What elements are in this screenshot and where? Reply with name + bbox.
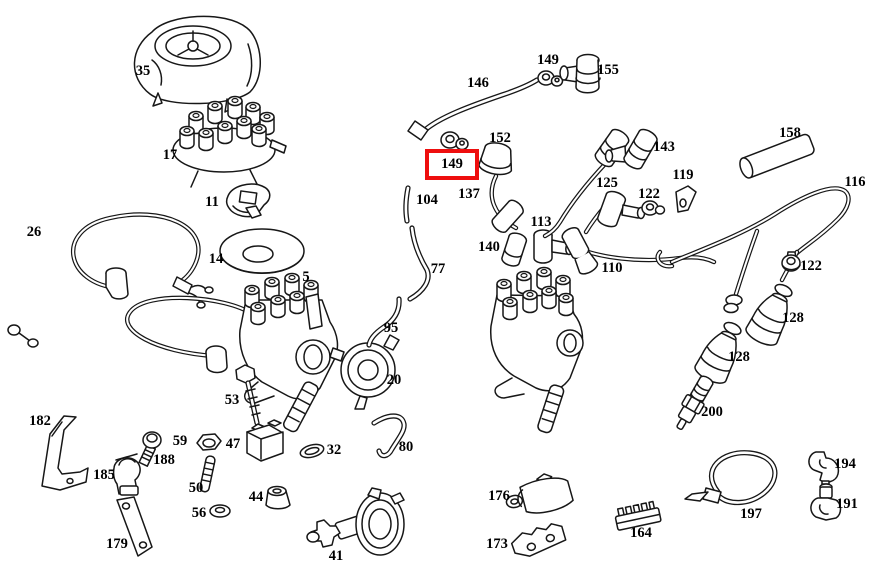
part-label-194[interactable]: 194 bbox=[834, 455, 856, 472]
part-191-drawing bbox=[810, 483, 842, 521]
part-label-53[interactable]: 53 bbox=[224, 391, 240, 408]
part-137-drawing bbox=[489, 173, 524, 233]
part-50-drawing bbox=[199, 455, 216, 493]
part-label-14[interactable]: 14 bbox=[208, 250, 224, 267]
part-label-200[interactable]: 200 bbox=[701, 403, 723, 420]
part-label-155[interactable]: 155 bbox=[597, 61, 619, 78]
part-label-143[interactable]: 143 bbox=[653, 138, 675, 155]
part-label-188[interactable]: 188 bbox=[153, 451, 175, 468]
center-distributor-drawing bbox=[490, 266, 584, 434]
part-128-upper-drawing bbox=[745, 283, 793, 346]
part-label-137[interactable]: 137 bbox=[458, 185, 480, 202]
part-label-104[interactable]: 104 bbox=[416, 191, 438, 208]
part-185-drawing bbox=[112, 453, 141, 496]
part-152-drawing bbox=[478, 142, 513, 176]
part-label-59[interactable]: 59 bbox=[172, 432, 188, 449]
part-label-47[interactable]: 47 bbox=[225, 435, 241, 452]
part-47-drawing bbox=[246, 419, 284, 462]
part-label-140[interactable]: 140 bbox=[478, 238, 500, 255]
part-label-173[interactable]: 173 bbox=[486, 535, 508, 552]
part-77-drawing bbox=[407, 225, 431, 302]
part-label-152[interactable]: 152 bbox=[489, 129, 511, 146]
upper-connector-drawing bbox=[542, 128, 630, 239]
part-119-drawing bbox=[675, 185, 697, 213]
part-104-drawing bbox=[403, 185, 411, 224]
part-158-drawing bbox=[739, 133, 815, 179]
part-label-158[interactable]: 158 bbox=[779, 124, 801, 141]
part-143-drawing bbox=[604, 128, 658, 170]
part-44-drawing bbox=[265, 485, 291, 510]
part-label-17[interactable]: 17 bbox=[162, 146, 178, 163]
part-label-149[interactable]: 149 bbox=[537, 51, 559, 68]
part-label-41[interactable]: 41 bbox=[328, 547, 344, 564]
part-label-122[interactable]: 122 bbox=[638, 185, 660, 202]
part-label-77[interactable]: 77 bbox=[430, 260, 446, 277]
part-label-95[interactable]: 95 bbox=[383, 319, 399, 336]
part-label-20[interactable]: 20 bbox=[386, 371, 402, 388]
part-122-right-drawing bbox=[781, 251, 801, 272]
part-label-164[interactable]: 164 bbox=[630, 524, 652, 541]
part-140-drawing bbox=[501, 232, 528, 267]
part-32-drawing bbox=[299, 443, 325, 459]
part-label-110[interactable]: 110 bbox=[601, 259, 623, 276]
part-176-drawing bbox=[505, 473, 574, 514]
part-26-drawing bbox=[7, 212, 214, 348]
part-173-drawing bbox=[510, 523, 567, 557]
part-35-drawing bbox=[133, 15, 262, 113]
part-17-drawing bbox=[172, 95, 287, 188]
part-182-drawing bbox=[41, 415, 89, 491]
part-41-drawing bbox=[306, 487, 405, 556]
part-label-119[interactable]: 119 bbox=[672, 166, 694, 183]
part-59-drawing bbox=[196, 433, 222, 451]
part-53-drawing bbox=[235, 364, 261, 426]
part-label-185[interactable]: 185 bbox=[93, 466, 115, 483]
part-label-44[interactable]: 44 bbox=[248, 488, 264, 505]
part-label-11[interactable]: 11 bbox=[205, 193, 219, 210]
part-label-182[interactable]: 182 bbox=[29, 412, 51, 429]
part-146-drawing bbox=[407, 77, 540, 141]
part-122-left-drawing bbox=[641, 200, 666, 216]
part-label-56[interactable]: 56 bbox=[191, 504, 207, 521]
part-155-drawing bbox=[559, 53, 601, 94]
part-label-35[interactable]: 35 bbox=[135, 62, 151, 79]
part-179-drawing bbox=[116, 496, 153, 557]
part-14-drawing bbox=[219, 228, 305, 274]
part-label-32[interactable]: 32 bbox=[326, 441, 342, 458]
part-label-122[interactable]: 122 bbox=[800, 257, 822, 274]
part-5-drawing bbox=[239, 272, 339, 433]
part-95-drawing bbox=[366, 296, 402, 348]
part-label-113[interactable]: 113 bbox=[530, 213, 552, 230]
part-label-125[interactable]: 125 bbox=[596, 174, 618, 191]
part-label-179[interactable]: 179 bbox=[106, 535, 128, 552]
part-label-197[interactable]: 197 bbox=[740, 505, 762, 522]
part-149-top-drawing bbox=[537, 70, 564, 87]
part-label-128[interactable]: 128 bbox=[728, 348, 750, 365]
part-label-146[interactable]: 146 bbox=[467, 74, 489, 91]
highlighted-callout-label: 149 bbox=[441, 156, 463, 172]
part-56-drawing bbox=[209, 504, 231, 518]
part-164-drawing bbox=[614, 500, 662, 531]
part-200-drawing bbox=[676, 375, 714, 431]
part-80-drawing bbox=[371, 413, 407, 459]
part-label-116[interactable]: 116 bbox=[844, 173, 866, 190]
part-149-boxed-drawing bbox=[440, 131, 469, 151]
part-label-176[interactable]: 176 bbox=[488, 487, 510, 504]
part-label-5[interactable]: 5 bbox=[302, 268, 310, 285]
part-11-drawing bbox=[225, 183, 271, 219]
highlighted-callout-149[interactable]: 149 bbox=[425, 149, 479, 180]
part-label-80[interactable]: 80 bbox=[398, 438, 414, 455]
part-label-50[interactable]: 50 bbox=[188, 479, 204, 496]
part-label-26[interactable]: 26 bbox=[26, 223, 42, 240]
part-label-191[interactable]: 191 bbox=[836, 495, 858, 512]
part-label-128[interactable]: 128 bbox=[782, 309, 804, 326]
part-188-drawing bbox=[138, 431, 162, 467]
part-197-drawing bbox=[684, 450, 778, 506]
part-20-drawing bbox=[329, 334, 400, 410]
part-116-drawing bbox=[655, 186, 851, 269]
part-128-lower-drawing bbox=[694, 294, 743, 384]
